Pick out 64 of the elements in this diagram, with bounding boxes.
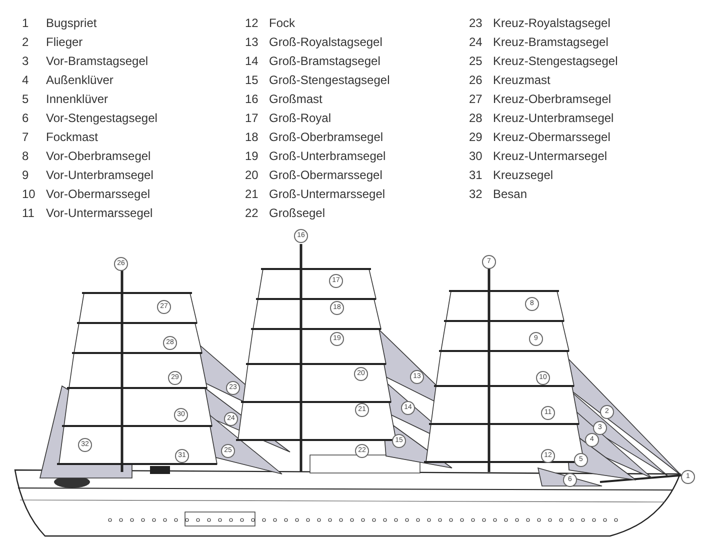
part-number: 27 (469, 92, 482, 106)
part-number: 3 (22, 54, 29, 68)
part-number: 16 (245, 92, 258, 106)
part-name: Kreuz-Oberbramsegel (493, 92, 612, 106)
part-name: Kreuz-Stengestagsegel (493, 54, 618, 68)
part-name: Vor-Unterbramsegel (46, 168, 154, 182)
part-number: 20 (245, 168, 258, 182)
part-number: 28 (469, 111, 482, 125)
part-name: Kreuz-Bramstagsegel (493, 35, 608, 49)
part-number: 4 (22, 73, 29, 87)
part-name: Vor-Bramstagsegel (46, 54, 148, 68)
part-name: Bugspriet (46, 16, 97, 30)
part-name: Groß-Oberbramsegel (269, 130, 384, 144)
part-name: Großsegel (269, 206, 326, 220)
part-number: 2 (22, 35, 29, 49)
part-name: Groß-Stengestagsegel (269, 73, 390, 87)
part-number: 10 (22, 187, 36, 201)
part-name: Vor-Obermarssegel (46, 187, 150, 201)
part-number: 18 (245, 130, 258, 144)
part-name: Groß-Bramstagsegel (269, 54, 380, 68)
part-number: 11 (22, 206, 34, 220)
part-number: 14 (245, 54, 258, 68)
part-name: Vor-Oberbramsegel (46, 149, 151, 163)
part-name: Innenklüver (46, 92, 108, 106)
part-number: 30 (469, 149, 482, 163)
part-number: 25 (469, 54, 482, 68)
part-number: 17 (245, 111, 258, 125)
part-number: 9 (22, 168, 29, 182)
part-number: 32 (469, 187, 482, 201)
part-number: 15 (245, 73, 258, 87)
part-number: 22 (245, 206, 258, 220)
part-number: 23 (469, 16, 482, 30)
part-name: Vor-Untermarssegel (46, 206, 153, 220)
part-name: Außenklüver (46, 73, 114, 87)
part-name: Kreuz-Untermarsegel (493, 149, 608, 163)
part-number: 1 (22, 16, 29, 30)
part-name: Besan (493, 187, 528, 201)
part-number: 12 (245, 16, 258, 30)
part-name: Kreuzmast (493, 73, 550, 87)
part-number: 13 (245, 35, 258, 49)
part-number: 19 (245, 149, 258, 163)
part-number: 29 (469, 130, 482, 144)
part-name: Flieger (46, 35, 83, 49)
part-number: 7 (22, 130, 29, 144)
part-number: 6 (22, 111, 29, 125)
part-number: 31 (469, 168, 482, 182)
part-number: 5 (22, 92, 29, 106)
part-name: Fock (269, 16, 296, 30)
part-number: 26 (469, 73, 482, 87)
part-name: Kreuz-Royalstagsegel (493, 16, 610, 30)
part-name: Kreuz-Unterbramsegel (493, 111, 614, 125)
part-name: Groß-Unterbramsegel (269, 149, 386, 163)
part-number: 24 (469, 35, 482, 49)
part-name: Großmast (269, 92, 322, 106)
part-number: 21 (245, 187, 258, 201)
part-name: Kreuz-Obermarssegel (493, 130, 610, 144)
part-name: Fockmast (46, 130, 98, 144)
part-name: Groß-Royal (269, 111, 332, 125)
part-name: Groß-Untermarssegel (269, 187, 386, 201)
part-name: Kreuzsegel (493, 168, 554, 182)
part-name: Groß-Royalstagsegel (269, 35, 382, 49)
part-number: 8 (22, 149, 29, 163)
part-name: Groß-Obermarssegel (269, 168, 382, 182)
part-name: Vor-Stengestagsegel (46, 111, 158, 125)
